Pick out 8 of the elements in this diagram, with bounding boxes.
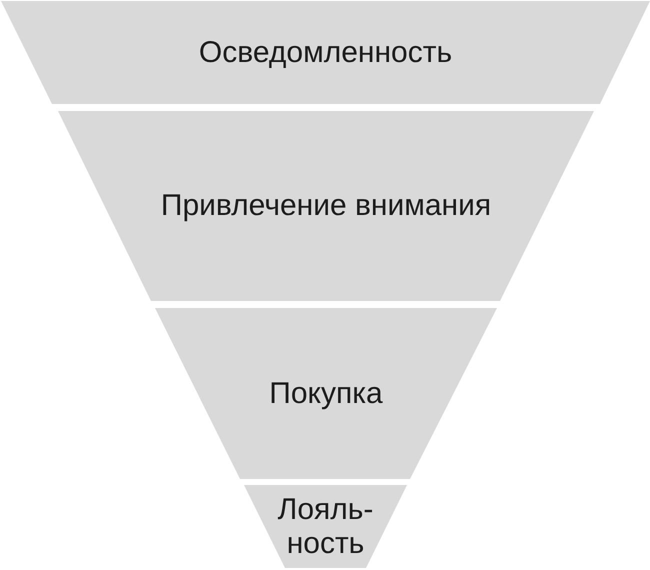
segment-label: Покупка xyxy=(269,376,383,410)
funnel-segment xyxy=(58,111,594,301)
funnel-segment xyxy=(155,308,497,479)
funnel-segment xyxy=(244,485,407,568)
segment-label: Осведомленность xyxy=(198,36,452,70)
segment-label: Привлечение внимания xyxy=(160,189,492,223)
segment-label: Лояль- ность xyxy=(276,492,374,560)
funnel-segment xyxy=(1,1,650,104)
